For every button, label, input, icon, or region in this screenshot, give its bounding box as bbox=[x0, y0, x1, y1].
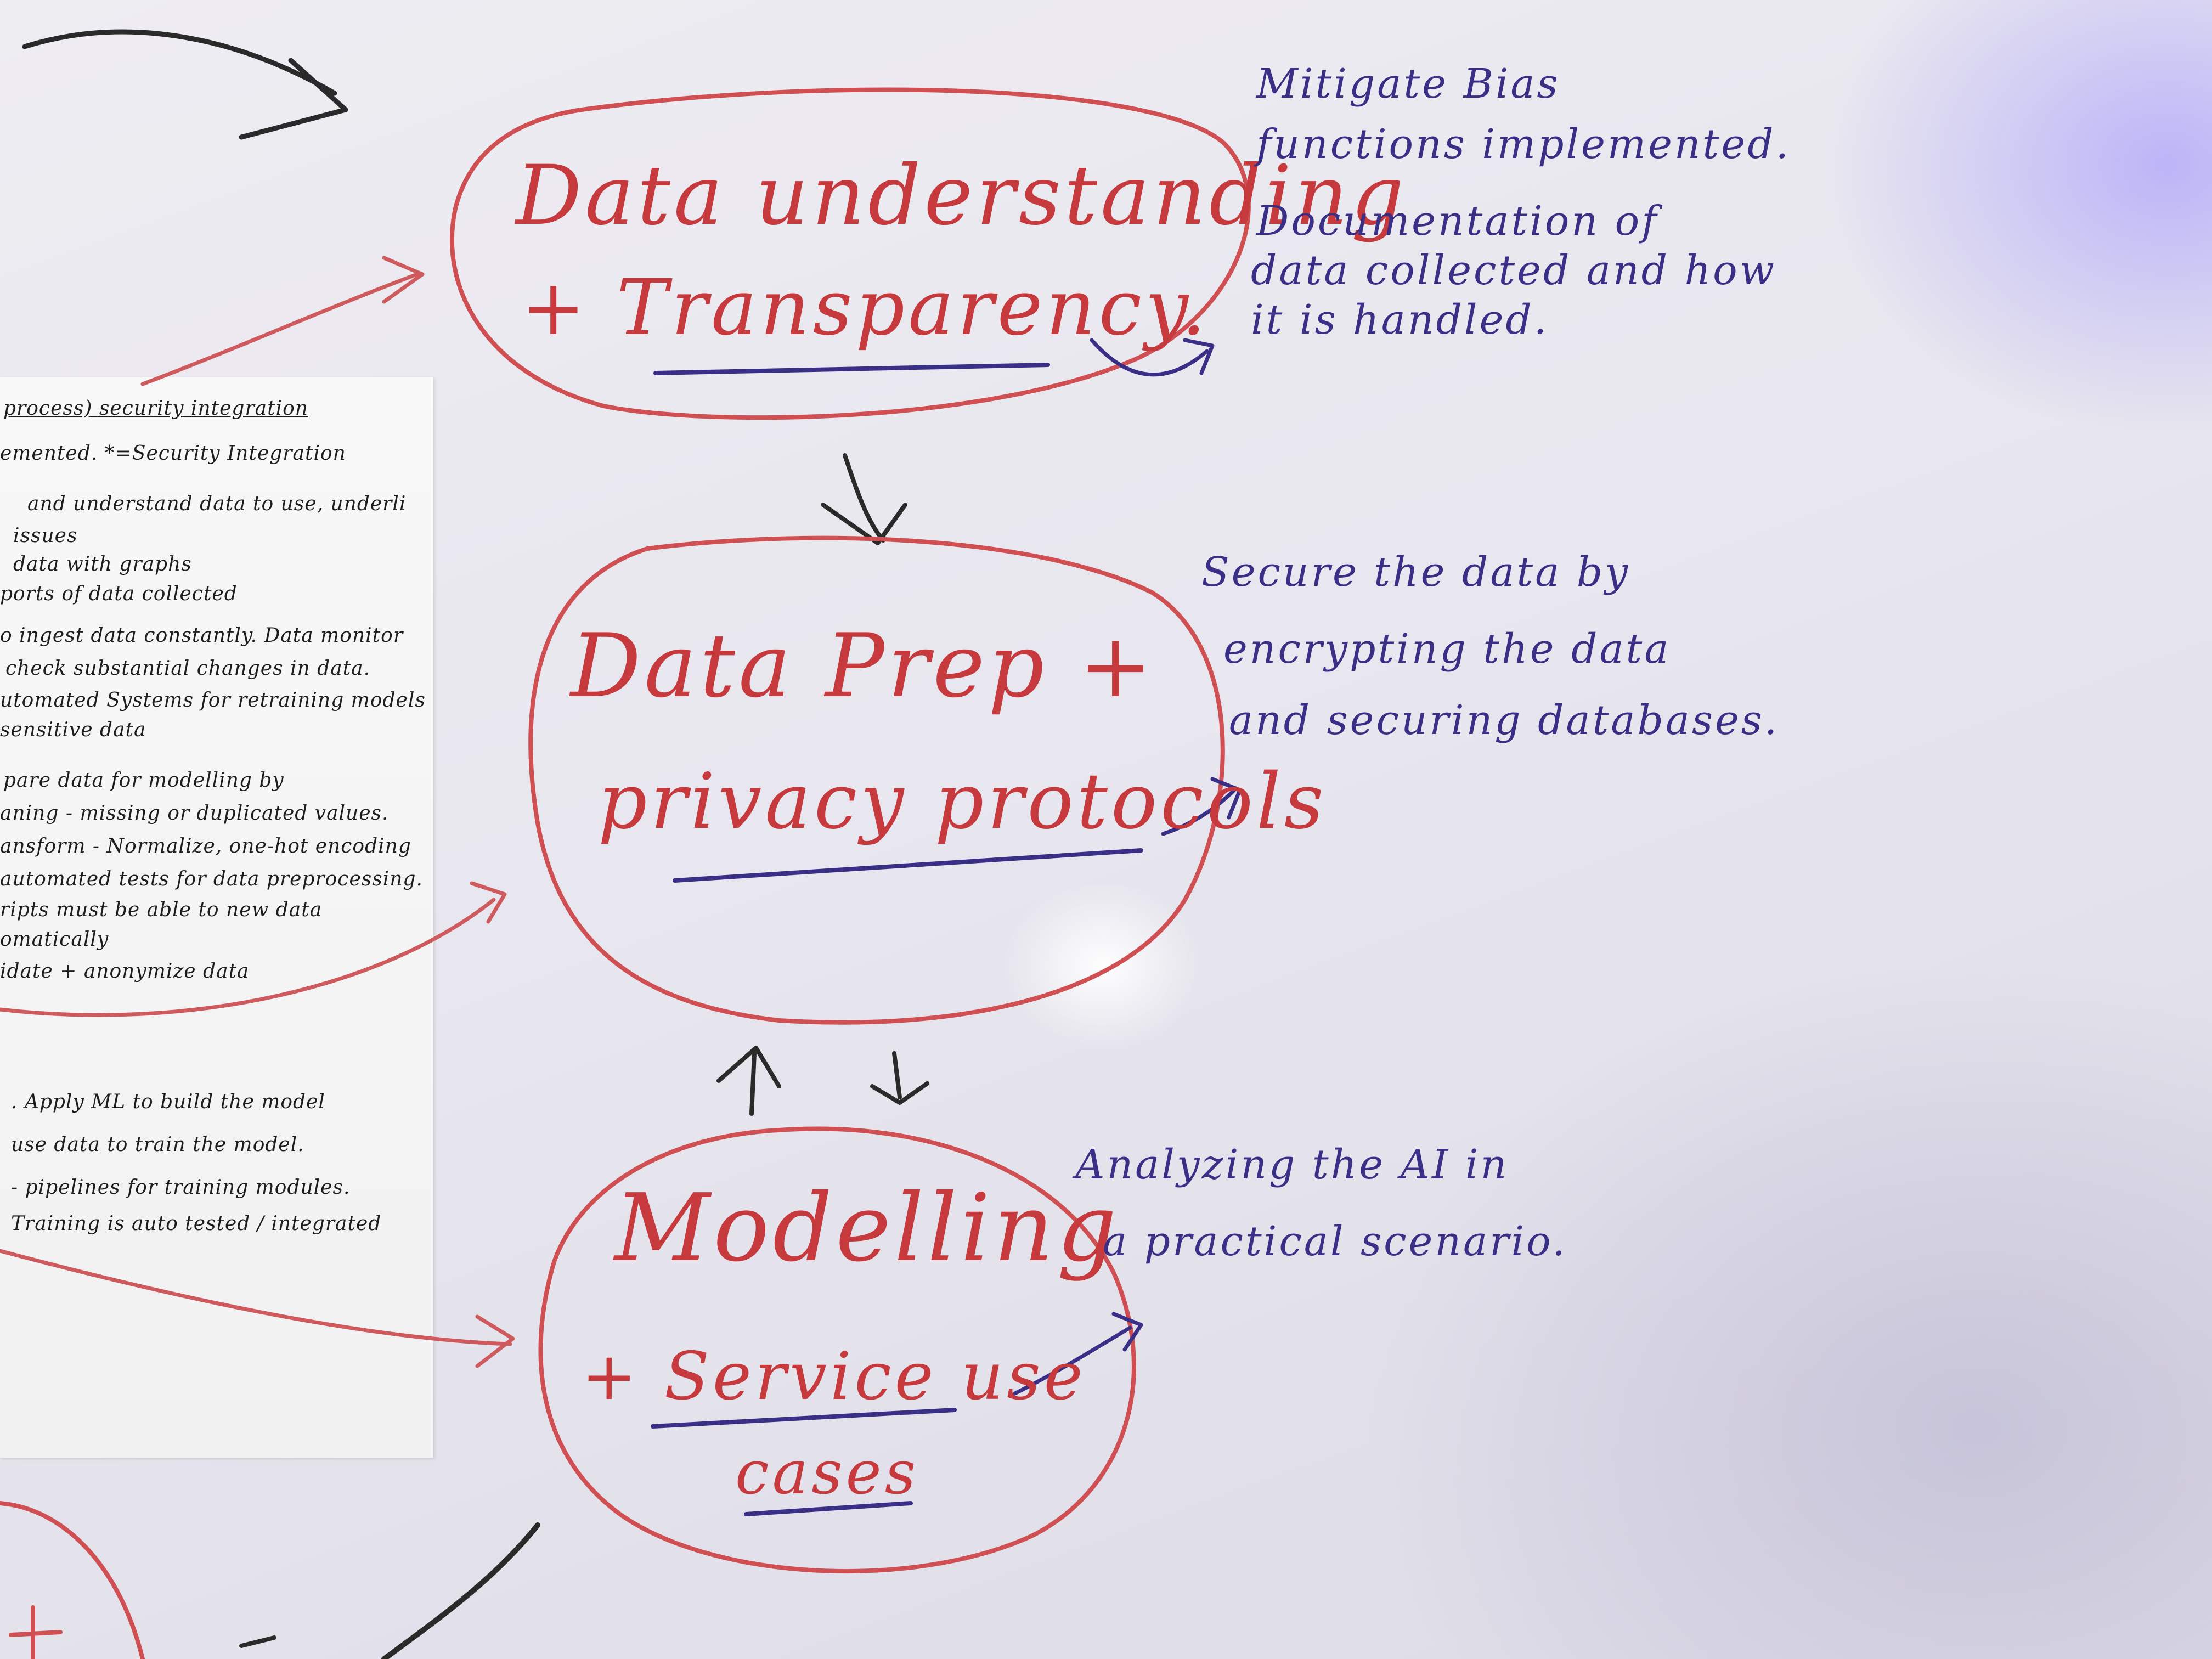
note-bottom-line: a practical scenario. bbox=[1103, 1218, 1567, 1265]
bubble-bottom-subtitle: + Service use bbox=[582, 1339, 1086, 1415]
arrowhead-red-to-bottom bbox=[475, 1314, 515, 1368]
note-top-line: functions implemented. bbox=[1256, 121, 1791, 168]
bubble-top-outline bbox=[449, 87, 1251, 420]
arrowhead-blue-middle bbox=[1210, 777, 1242, 820]
arrow-red-to-middle bbox=[0, 898, 496, 1017]
paper-line: and understand data to use, underli bbox=[27, 493, 407, 515]
arrowhead-top-left bbox=[239, 58, 348, 140]
bubble-bottom-outline bbox=[538, 1126, 1136, 1573]
bubble-middle-outline bbox=[528, 535, 1225, 1025]
bubble-top-title: Data understanding bbox=[516, 148, 1407, 244]
arrow-top-left bbox=[22, 29, 337, 96]
paper-line: check substantial changes in data. bbox=[5, 657, 371, 680]
arrowhead-down-middle-bottom bbox=[870, 1081, 929, 1105]
note-middle-line: encrypting the data bbox=[1223, 625, 1671, 673]
black-scribble-2 bbox=[239, 1635, 276, 1648]
paper-line: data with graphs bbox=[13, 553, 192, 575]
black-scribble bbox=[381, 1522, 540, 1659]
paper-line: automated tests for data preprocessing. bbox=[0, 868, 423, 890]
arrowhead-red-to-middle bbox=[470, 881, 507, 924]
bubble-middle-subtitle: privacy protocols bbox=[598, 757, 1327, 847]
paper-line: emented. *=Security Integration bbox=[0, 442, 346, 465]
underline-service bbox=[651, 1408, 957, 1429]
paper-line: pare data for modelling by bbox=[3, 769, 284, 792]
bubble-top-subtitle: + Transparency. bbox=[521, 263, 1210, 353]
paper-line: ports of data collected bbox=[0, 583, 238, 605]
arrow-up-middle-bottom bbox=[749, 1051, 757, 1116]
paper-line: issues bbox=[13, 524, 78, 547]
note-bottom-line: Analyzing the AI in bbox=[1075, 1141, 1509, 1188]
paper-line: sensitive data bbox=[0, 719, 146, 741]
paper-line: process) security integration bbox=[3, 397, 308, 420]
bubble-partial-bottom-left bbox=[0, 1501, 145, 1659]
paper-line: use data to train the model. bbox=[11, 1133, 304, 1156]
note-top-line: data collected and how bbox=[1251, 247, 1777, 294]
paper-line: - pipelines for training modules. bbox=[11, 1176, 351, 1199]
paper-line: ansform - Normalize, one-hot encoding bbox=[0, 835, 411, 857]
paper-line: o ingest data constantly. Data monitor bbox=[0, 624, 404, 647]
note-middle-line: and securing databases. bbox=[1229, 697, 1780, 744]
bubble-bottom-subtitle-2: cases bbox=[735, 1437, 919, 1508]
paper-sheet: process) security integration emented. *… bbox=[0, 377, 433, 1458]
underline-transparency bbox=[653, 363, 1050, 375]
paper-line: aning - missing or duplicated values. bbox=[0, 802, 389, 825]
arrow-blue-top bbox=[1090, 338, 1209, 377]
arrowhead-red-to-top bbox=[382, 256, 425, 304]
plus-partial bbox=[9, 1605, 63, 1659]
bubble-bottom-title: Modelling bbox=[614, 1174, 1120, 1283]
arrow-red-to-top bbox=[140, 272, 419, 386]
paper-line: omatically bbox=[0, 928, 109, 951]
arrowhead-blue-top bbox=[1183, 338, 1215, 375]
note-top-line: Documentation of bbox=[1256, 198, 1659, 245]
bubble-middle-title: Data Prep + bbox=[571, 614, 1156, 717]
arrow-blue-middle bbox=[1161, 788, 1237, 836]
note-middle-line: Secure the data by bbox=[1201, 549, 1630, 596]
arrowhead-blue-bottom bbox=[1111, 1312, 1143, 1352]
paper-line: ripts must be able to new data bbox=[0, 899, 323, 921]
arrow-blue-bottom bbox=[1013, 1325, 1132, 1396]
underline-privacy bbox=[673, 848, 1143, 883]
arrow-red-to-bottom bbox=[0, 1249, 512, 1346]
paper-line: utomated Systems for retraining models bbox=[0, 689, 426, 712]
underline-cases bbox=[744, 1501, 913, 1516]
arrowhead-down-top-middle bbox=[821, 503, 907, 545]
note-top-line: Mitigate Bias bbox=[1256, 60, 1560, 108]
paper-line: Training is auto tested / integrated bbox=[11, 1212, 382, 1235]
paper-line: idate + anonymize data bbox=[0, 960, 250, 983]
arrow-down-top-middle bbox=[843, 453, 885, 543]
arrow-down-middle-bottom bbox=[892, 1051, 902, 1099]
arrowhead-up-middle-bottom bbox=[716, 1046, 781, 1088]
paper-line: . Apply ML to build the model bbox=[11, 1091, 325, 1113]
note-top-line: it is handled. bbox=[1251, 296, 1549, 343]
